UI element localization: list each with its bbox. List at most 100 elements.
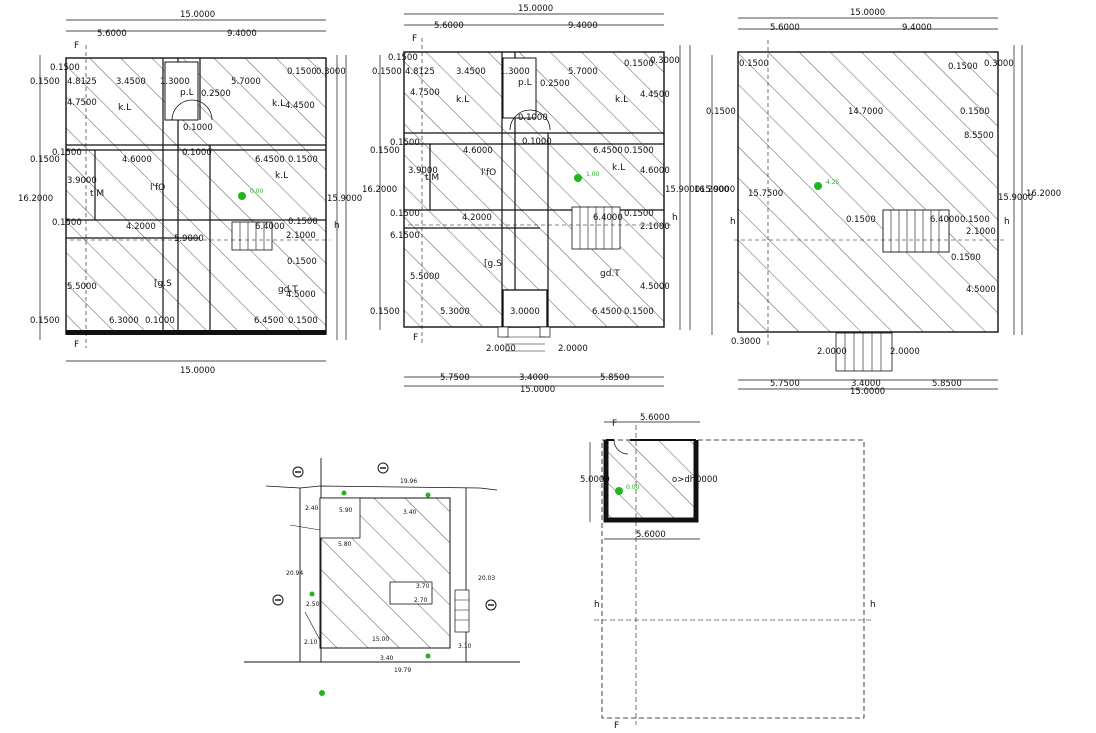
dim-left-total: 16.2000: [362, 185, 397, 195]
dim-top-total: 15.0000: [180, 10, 215, 20]
room-kl-right: k.L: [272, 99, 285, 109]
svg-text:3.0000: 3.0000: [510, 307, 540, 317]
dim-right-total2: 16.2000: [694, 185, 729, 195]
svg-text:4.6000: 4.6000: [122, 155, 152, 165]
svg-text:4.5000: 4.5000: [640, 282, 670, 292]
room-tm: t.M: [90, 189, 104, 199]
svg-text:3.40: 3.40: [403, 509, 417, 516]
svg-text:14.7000: 14.7000: [848, 107, 883, 117]
svg-text:0.1500: 0.1500: [287, 257, 317, 267]
dim-bottom-b: 3.4000: [519, 373, 549, 383]
site-left: 20.94: [286, 570, 303, 577]
svg-text:0.1500: 0.1500: [372, 67, 402, 77]
svg-text:6.4500: 6.4500: [593, 146, 623, 156]
svg-text:0.3000: 0.3000: [984, 59, 1014, 69]
dim-top-right: 9.4000: [902, 23, 932, 33]
svg-text:6.4500: 6.4500: [592, 307, 622, 317]
site-plan: 19.96 19.79 20.94 20.03 5.90 3.40 2.40 5…: [244, 458, 520, 696]
room-tm: t.M: [425, 173, 439, 183]
svg-text:5.3000: 5.3000: [440, 307, 470, 317]
svg-text:0.1500: 0.1500: [288, 155, 318, 165]
svg-text:6.4500: 6.4500: [255, 155, 285, 165]
dim-right-total: 15.9000: [998, 193, 1033, 203]
svg-text:4.2000: 4.2000: [126, 222, 156, 232]
level-tag: 0.00: [626, 484, 640, 491]
section-mark-bottom: F: [74, 340, 79, 350]
svg-text:0.1500: 0.1500: [288, 217, 318, 227]
svg-text:0.1500: 0.1500: [624, 146, 654, 156]
svg-text:6.1500: 6.1500: [390, 231, 420, 241]
section-mark-h-left: h: [594, 600, 600, 610]
svg-text:0.1000: 0.1000: [183, 123, 213, 133]
section-mark-h-left: h: [730, 217, 736, 227]
dim-top-left: 5.6000: [97, 29, 127, 39]
room-kl-right: k.L: [615, 95, 628, 105]
dim-bottom-c: 5.8500: [600, 373, 630, 383]
dim-top-left: 5.6000: [770, 23, 800, 33]
svg-text:4.6000: 4.6000: [463, 146, 493, 156]
plan-terrace: 15.0000 5.6000 9.4000 15.9000 15.9000 16…: [700, 8, 1061, 397]
svg-text:6.3000: 6.3000: [109, 316, 139, 326]
svg-text:5.7000: 5.7000: [231, 77, 261, 87]
svg-text:2.1000: 2.1000: [286, 231, 316, 241]
room-gdt: gd.T: [600, 269, 620, 279]
svg-text:2.1000: 2.1000: [966, 227, 996, 237]
svg-text:5.90: 5.90: [339, 507, 353, 514]
dim-top-left: 5.6000: [434, 21, 464, 31]
svg-text:3.10: 3.10: [458, 643, 472, 650]
svg-text:6.4000: 6.4000: [930, 215, 960, 225]
svg-text:0.1500: 0.1500: [948, 62, 978, 72]
svg-text:15.00: 15.00: [372, 636, 389, 643]
svg-text:2.70: 2.70: [414, 597, 428, 604]
plan-first-floor: 15.0000 5.6000 9.4000 16.2000 15.9000 16…: [362, 4, 729, 395]
svg-text:3.4500: 3.4500: [456, 67, 486, 77]
room-lfo: l'fO: [150, 183, 165, 193]
section-mark-bottom: F: [413, 333, 418, 343]
level-tag: 4.25: [826, 179, 840, 186]
svg-text:5.7000: 5.7000: [568, 67, 598, 77]
dim-top: 5.6000: [640, 413, 670, 423]
svg-text:3.70: 3.70: [416, 583, 430, 590]
level-marker: [574, 174, 582, 182]
dim-bottom-a: 5.7500: [770, 379, 800, 389]
room-pl: p.L: [518, 78, 532, 88]
svg-text:6.4500: 6.4500: [254, 316, 284, 326]
level-tag: 0.00: [250, 188, 264, 195]
svg-text:2.50: 2.50: [306, 601, 320, 608]
svg-text:0.1000: 0.1000: [145, 316, 175, 326]
svg-text:3.4500: 3.4500: [116, 77, 146, 87]
svg-text:4.7500: 4.7500: [410, 88, 440, 98]
svg-text:4.5000: 4.5000: [286, 290, 316, 300]
internal-dimensions: 0.1500 0.1500 4.8125 3.4500 1.3000 5.700…: [370, 53, 680, 317]
section-mark-top: F: [612, 419, 617, 429]
level-marker: [238, 192, 246, 200]
svg-text:0.1000: 0.1000: [182, 148, 212, 158]
svg-text:4.5000: 4.5000: [966, 285, 996, 295]
svg-text:0.1500: 0.1500: [624, 59, 654, 69]
site-top: 19.96: [400, 478, 417, 485]
svg-text:0.1500: 0.1500: [287, 67, 317, 77]
room-label: o>dh: [672, 475, 695, 485]
svg-text:3.9000: 3.9000: [408, 166, 438, 176]
svg-text:0.1500: 0.1500: [30, 77, 60, 87]
level-marker: [615, 487, 623, 495]
dim-left-total: 16.2000: [18, 194, 53, 204]
section-mark-h: h: [672, 213, 678, 223]
level-tag: 1.00: [586, 171, 600, 178]
level-marker: [814, 182, 822, 190]
svg-text:5.5000: 5.5000: [410, 272, 440, 282]
svg-text:0.1500: 0.1500: [30, 155, 60, 165]
dim-bottom: 5.6000: [636, 530, 666, 540]
room-gs: [g.S: [154, 279, 172, 289]
room-kl-left: k.L: [118, 103, 131, 113]
svg-text:3.9000: 3.9000: [67, 176, 97, 186]
room-kl-left: k.L: [456, 95, 469, 105]
section-mark-h: h: [334, 221, 340, 231]
svg-text:4.6000: 4.6000: [640, 166, 670, 176]
dim-right-total2: 16.2000: [1026, 189, 1061, 199]
plan-ground-floor: 15.0000 5.6000 9.4000 16.2000 15.9000 15…: [18, 10, 362, 376]
room-dim: 0000: [696, 475, 718, 485]
stair-width-2: 2.0000: [890, 347, 920, 357]
dim-bottom-total: 15.0000: [520, 385, 555, 395]
